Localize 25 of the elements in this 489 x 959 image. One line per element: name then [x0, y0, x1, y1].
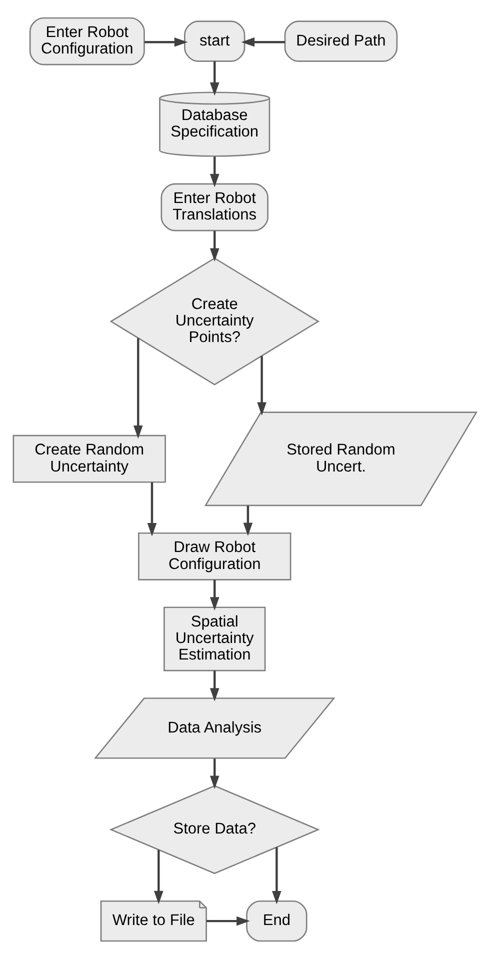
node-diamond: Create Uncertainty Points? [109, 257, 320, 386]
arrow [209, 580, 219, 610]
arrow [206, 916, 250, 926]
arrow [272, 847, 281, 904]
node-box: Desired Path [284, 20, 398, 62]
arrow [153, 850, 163, 904]
arrow [146, 482, 156, 536]
arrow [240, 37, 284, 47]
node-box: Enter Robot Configuration [28, 17, 144, 66]
arrow [256, 356, 266, 416]
node-box: Spatial Uncertainty Estimation [163, 606, 266, 672]
node-box: Draw Robot Configuration [138, 532, 291, 580]
node-box: start [184, 20, 245, 62]
node-diamond: Store Data? [108, 785, 320, 874]
arrow [209, 156, 219, 188]
node-box: End [246, 900, 307, 942]
arrow [132, 338, 142, 439]
arrow [242, 506, 252, 536]
arrow [144, 37, 188, 47]
node-box: Enter Robot Translations [160, 183, 268, 232]
node-box: Create Random Uncertainty [12, 434, 166, 483]
arrow [209, 230, 219, 262]
arrow [209, 758, 219, 790]
arrow [209, 670, 219, 702]
arrow [209, 61, 219, 96]
